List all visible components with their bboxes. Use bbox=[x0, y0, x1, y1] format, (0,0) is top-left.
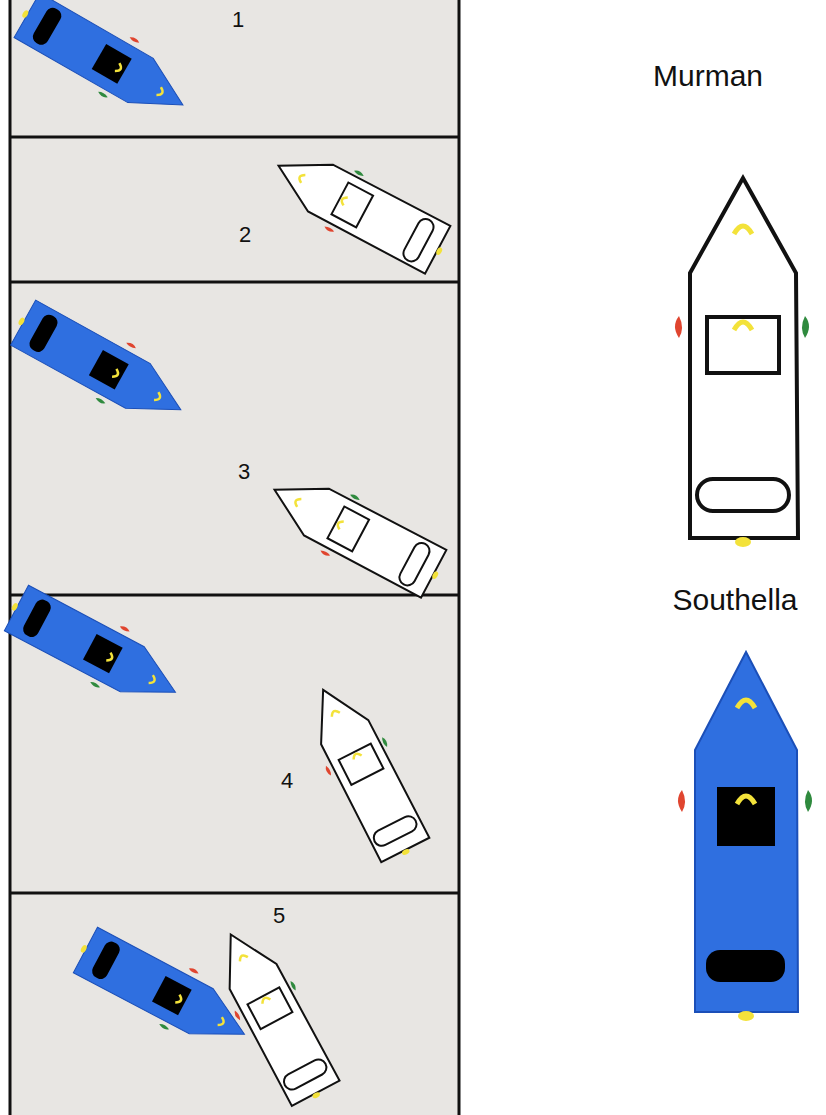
murman-ship bbox=[675, 178, 809, 547]
murman-ship bbox=[201, 919, 347, 1113]
murman-ship bbox=[293, 675, 436, 870]
southella-ship bbox=[678, 652, 812, 1021]
ship-name: Southella bbox=[672, 585, 797, 615]
panel-divider bbox=[10, 136, 459, 139]
frame-line bbox=[458, 0, 461, 1115]
panel-number: 3 bbox=[238, 461, 250, 483]
panel-divider bbox=[10, 594, 459, 597]
panel-number: 4 bbox=[281, 770, 293, 792]
panel-divider bbox=[10, 281, 459, 284]
panel-number: 2 bbox=[239, 224, 251, 246]
southella-ship bbox=[0, 576, 191, 722]
panel-frame bbox=[10, 0, 459, 1115]
southella-ship bbox=[7, 0, 200, 134]
murman-ship bbox=[259, 461, 453, 607]
murman-ship bbox=[263, 137, 457, 283]
panel-number: 5 bbox=[273, 905, 285, 927]
ship-name: Murman bbox=[653, 61, 763, 91]
panel-ground bbox=[10, 0, 459, 1115]
panel-number: 1 bbox=[232, 9, 244, 31]
panel-divider bbox=[10, 892, 459, 895]
southella-ship bbox=[3, 290, 197, 438]
frame-line bbox=[9, 0, 12, 1115]
